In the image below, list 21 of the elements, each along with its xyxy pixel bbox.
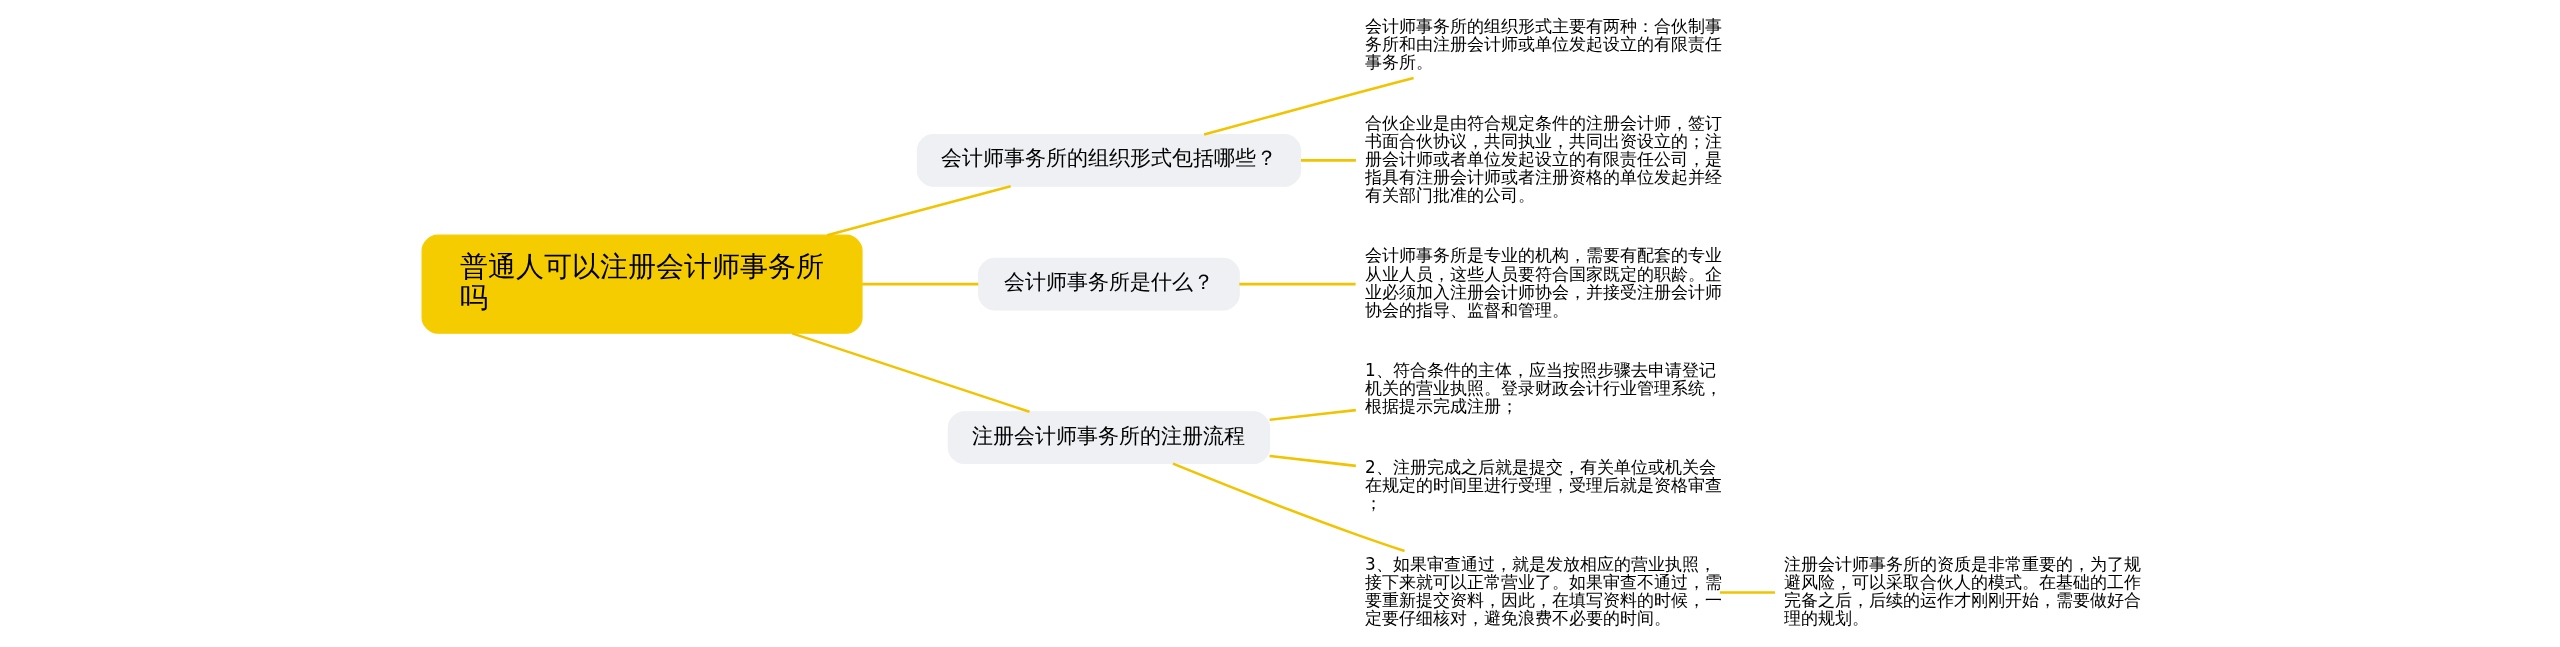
connector [1719,591,1775,594]
node-text: 3、如果审查通过，就是发放相应的营业执照，接下来就可以正常营业了。如果审查不通过，需要重新提交资料，因此，在填写资料的时候，一定要仔细核对，避免浪费不必要的时间。 [1364,553,1722,628]
node-text: 会计师事务所的组织形式主要有两种：合伙制事务所和由注册会计师或单位发起设立的有限责任事务所。 [1364,15,1722,72]
node-text: 会计师事务所是专业的机构，需要有配套的专业从业人员，这些人员要符合国家既定的职龄。企业必须加入注册会计师协会，并接受注册会计师协会的指导、监督和管理。 [1364,245,1722,320]
node-text: 1、符合条件的主体，应当按照步骤去申请登记机关的营业执照。登录财政会计行业管理系统，根据提示完成注册； [1364,360,1722,417]
node-box: 注册会计师事务所的注册流程 [947,411,1270,465]
connector [1268,408,1356,422]
connector [791,332,1030,414]
node-text: 合伙企业是由符合规定条件的注册会计师，签订书面合伙协议，共同执业，共同出资设立的；注册会计师或者单位发起设立的有限责任公司，是指具有注册会计师或者注册资格的单位发起并经有关部门批准的公司。 [1364,112,1722,205]
connector [1171,462,1405,553]
node-text: 注册会计师事务所的资质是非常重要的，为了规避风险，可以采取合伙人的模式。在基础的工作完备之后，后续的运作才刚刚开始，需要做好合理的规划。 [1783,553,2141,628]
node-text: 2、注册完成之后就是提交，有关单位或机关会在规定的时间里进行受理，受理后就是资格审查； [1364,456,1722,514]
connector [861,282,978,286]
node-box: 普通人可以注册会计师事务所吗 [421,234,863,334]
connector [1203,76,1414,136]
node-box: 会计师事务所是什么？ [977,257,1240,311]
node-box: 会计师事务所的组织形式包括哪些？ [916,133,1301,187]
connector [826,184,1011,237]
connector [1268,454,1356,468]
connector [1238,282,1356,286]
connector [1300,159,1356,162]
